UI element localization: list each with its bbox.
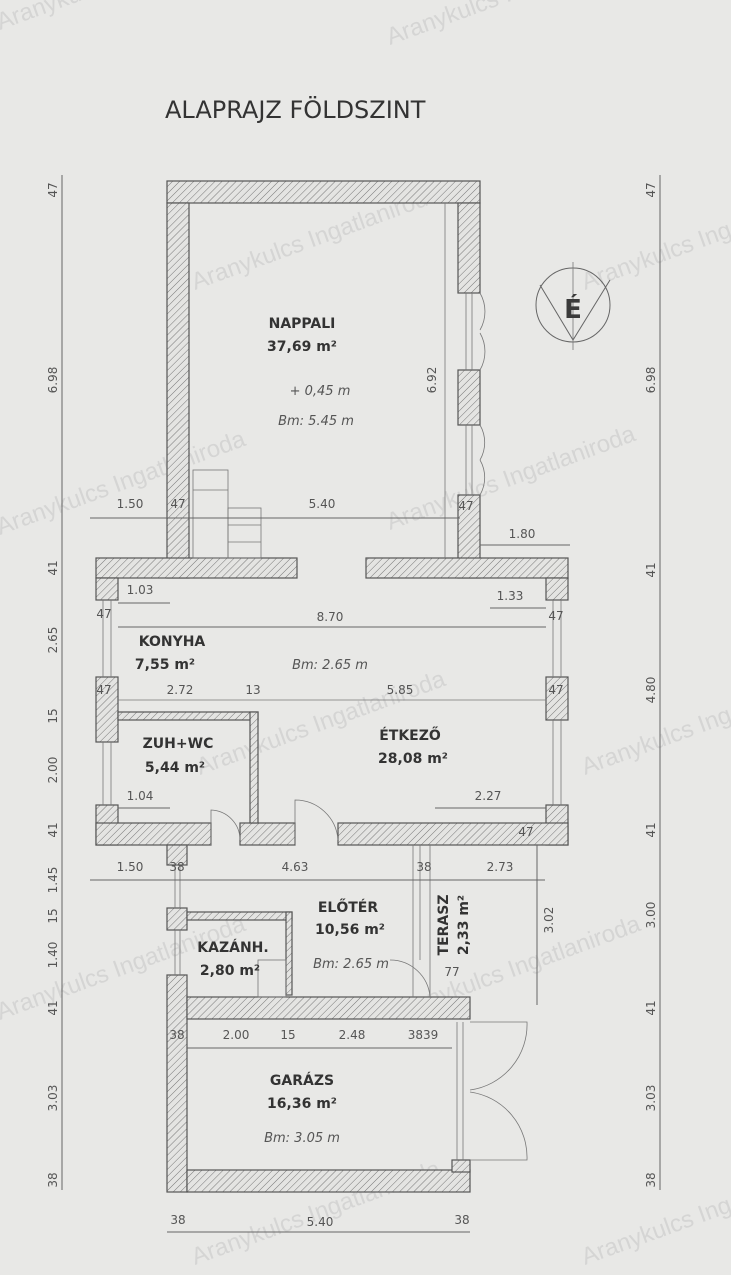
room-area: 2,80 m² bbox=[200, 963, 260, 979]
room-area: 7,55 m² bbox=[135, 657, 195, 673]
room-area: 16,36 m² bbox=[267, 1096, 337, 1112]
dimension-label: 38 bbox=[416, 860, 431, 874]
dimension-label: 2.65 bbox=[46, 627, 60, 654]
dimension-label: 47 bbox=[96, 683, 111, 697]
room-zuh-wc: ZUH+WC 5,44 m² bbox=[143, 736, 214, 776]
dimension-label: 15 bbox=[280, 1028, 295, 1042]
north-compass-icon: É bbox=[535, 262, 611, 350]
dimension-label: 3.03 bbox=[46, 1085, 60, 1112]
dimensions-right: 47 6.98 41 4.80 41 3.00 41 3.03 38 bbox=[644, 182, 658, 1187]
dimension-label: 13 bbox=[245, 683, 260, 697]
dimension-label: 3.03 bbox=[644, 1085, 658, 1112]
dimension-label: 41 bbox=[46, 560, 60, 575]
dimension-label: 3.02 bbox=[542, 907, 556, 934]
room-etkezo: ÉTKEZŐ 28,08 m² bbox=[378, 726, 448, 767]
dimension-label: 3.00 bbox=[644, 902, 658, 929]
dimension-label: 77 bbox=[444, 965, 459, 979]
dimension-label: 47 bbox=[46, 182, 60, 197]
dimension-label: 5.40 bbox=[309, 497, 336, 511]
dimension-label: 6.98 bbox=[46, 367, 60, 394]
room-name: ÉTKEZŐ bbox=[379, 726, 441, 744]
dimension-label: 47 bbox=[96, 607, 111, 621]
dimension-label: 47 bbox=[458, 499, 473, 513]
room-name: TERASZ bbox=[436, 895, 452, 956]
dimension-label: 1.04 bbox=[127, 789, 154, 803]
dimension-label: 1.03 bbox=[127, 583, 154, 597]
dimensions-left: 47 6.98 41 2.65 15 2.00 41 1.45 15 1.40 41 3.03 38 bbox=[46, 182, 60, 1187]
room-area: 2,33 m² bbox=[456, 895, 472, 955]
walls bbox=[95, 180, 569, 1193]
dimension-label: 41 bbox=[644, 1000, 658, 1015]
watermark: Aranykulcs Ingatlaniroda bbox=[0, 425, 250, 540]
watermark: Aranykulcs Ingatlaniroda bbox=[0, 0, 250, 36]
dimension-label: 3839 bbox=[408, 1028, 439, 1042]
dimension-label: 5.85 bbox=[387, 683, 414, 697]
dimension-label: 47 bbox=[548, 683, 563, 697]
dimension-label: 8.70 bbox=[317, 610, 344, 624]
dimension-label: 2.00 bbox=[223, 1028, 250, 1042]
dimension-label: 47 bbox=[644, 182, 658, 197]
dimension-label: 41 bbox=[46, 1000, 60, 1015]
dimension-label: 38 bbox=[169, 1028, 184, 1042]
dimension-label: 2.27 bbox=[475, 789, 502, 803]
dimension-label: 4.63 bbox=[282, 860, 309, 874]
room-name: KAZÁNH. bbox=[197, 939, 268, 956]
dimension-label: 15 bbox=[46, 708, 60, 723]
room-konyha: KONYHA 7,55 m² Bm: 2.65 m bbox=[135, 634, 368, 673]
dimension-label: 2.00 bbox=[46, 757, 60, 784]
dimension-label: 1.80 bbox=[509, 527, 536, 541]
room-name: NAPPALI bbox=[269, 316, 336, 332]
dimension-label: 38 bbox=[46, 1172, 60, 1187]
dimension-label: 1.33 bbox=[497, 589, 524, 603]
room-area: 10,56 m² bbox=[315, 922, 385, 938]
dimension-label: 2.48 bbox=[339, 1028, 366, 1042]
room-height: Bm: 2.65 m bbox=[292, 658, 368, 673]
room-eloter: ELŐTÉR 10,56 m² Bm: 2.65 m bbox=[313, 898, 389, 972]
watermark: Aranykulcs Ingatlaniroda bbox=[383, 0, 640, 51]
dimension-label: 41 bbox=[644, 562, 658, 577]
dimension-label: 2.72 bbox=[167, 683, 194, 697]
dimensions-bottom: 38 5.40 38 bbox=[170, 1213, 469, 1229]
dimension-label: 38 bbox=[454, 1213, 469, 1227]
dimension-label: 38 bbox=[169, 860, 184, 874]
room-kazanh: KAZÁNH. 2,80 m² bbox=[197, 939, 268, 979]
room-area: 28,08 m² bbox=[378, 751, 448, 767]
dimension-label: 6.92 bbox=[425, 367, 439, 394]
room-area: 5,44 m² bbox=[145, 760, 205, 776]
room-name: ZUH+WC bbox=[143, 736, 214, 752]
floor-level: + 0,45 m bbox=[290, 384, 351, 399]
room-nappali: NAPPALI 37,69 m² + 0,45 m Bm: 5.45 m bbox=[267, 316, 354, 429]
room-name: GARÁZS bbox=[270, 1072, 334, 1089]
room-area: 37,69 m² bbox=[267, 339, 337, 355]
room-height: Bm: 5.45 m bbox=[278, 414, 354, 429]
dimension-label: 1.50 bbox=[117, 497, 144, 511]
plan-details bbox=[61, 175, 661, 1233]
dimension-label: 1.45 bbox=[46, 867, 60, 894]
room-name: ELŐTÉR bbox=[318, 898, 378, 916]
plan-title: ALAPRAJZ FÖLDSZINT bbox=[165, 95, 426, 124]
dimension-label: 6.98 bbox=[644, 367, 658, 394]
dimension-label: 1.50 bbox=[117, 860, 144, 874]
dimension-label: 38 bbox=[644, 1172, 658, 1187]
dimension-label: 38 bbox=[170, 1213, 185, 1227]
dimension-label: 47 bbox=[548, 609, 563, 623]
room-height: Bm: 2.65 m bbox=[313, 957, 389, 972]
room-garazs: GARÁZS 16,36 m² Bm: 3.05 m bbox=[264, 1072, 340, 1146]
dimension-label: 4.80 bbox=[644, 677, 658, 704]
dimension-label: 47 bbox=[170, 497, 185, 511]
dimension-label: 15 bbox=[46, 908, 60, 923]
dimension-label: 41 bbox=[644, 822, 658, 837]
dimension-label: 41 bbox=[46, 822, 60, 837]
room-terasz: TERASZ 2,33 m² bbox=[436, 895, 472, 956]
dimension-label: 1.40 bbox=[46, 942, 60, 969]
room-height: Bm: 3.05 m bbox=[264, 1131, 340, 1146]
dimensions-inner: 1.50 47 5.40 47 1.80 1.03 8.70 1.33 47 47 47 2.72 13… bbox=[96, 367, 563, 1042]
dimension-label: 47 bbox=[518, 825, 533, 839]
dimension-label: 2.73 bbox=[487, 860, 514, 874]
room-name: KONYHA bbox=[139, 634, 206, 650]
dimension-label: 5.40 bbox=[307, 1215, 334, 1229]
north-label: É bbox=[564, 293, 582, 325]
